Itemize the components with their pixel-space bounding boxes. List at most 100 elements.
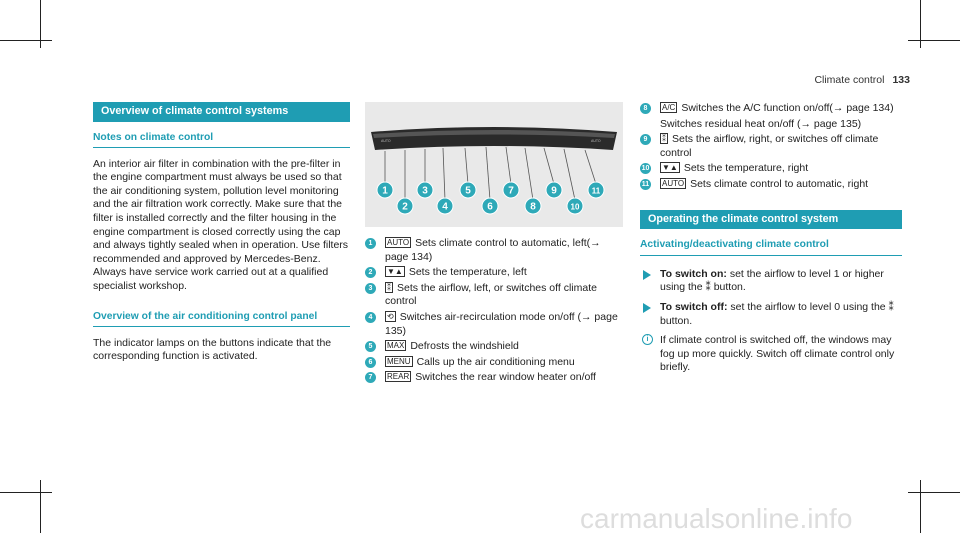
step-label: To switch on:	[660, 267, 727, 280]
callout-number: 5	[365, 341, 376, 353]
info-icon: i	[642, 334, 653, 346]
callout-number: 10	[571, 203, 580, 212]
button-symbol-icon: A/C	[660, 102, 678, 113]
crop-mark	[908, 492, 960, 493]
callout-number: 9	[640, 134, 651, 146]
callout-circle	[396, 197, 414, 215]
callout-number: 1	[382, 186, 388, 197]
running-header: Climate control 133	[814, 74, 910, 86]
legend-text: Switches residual heat on/off (→ page 13…	[660, 117, 862, 130]
callout-number: 10	[640, 163, 651, 175]
button-symbol-icon: MENU	[385, 355, 413, 367]
callout-number: 3	[422, 186, 428, 197]
callout-number: 11	[640, 178, 651, 190]
callout-circle	[416, 181, 434, 199]
legend-text: Sets the airflow, right, or switches off…	[660, 133, 879, 159]
step-text: set the airflow to level 1 or higher usi…	[660, 267, 884, 294]
page-number: 133	[892, 74, 910, 86]
callout-circle	[481, 197, 499, 215]
crop-mark	[0, 40, 52, 41]
subheading: Activating/deactivating climate control	[640, 238, 902, 256]
callout-circle	[502, 181, 520, 199]
instruction-step: To switch on: set the airflow to level 1…	[640, 268, 902, 295]
crop-mark	[920, 480, 921, 533]
button-symbol-icon: ⁑	[385, 281, 393, 293]
legend-text: Defrosts the windshield	[410, 340, 519, 353]
legend-text: Sets the temperature, left	[408, 266, 527, 279]
control-panel-figure: AUTO AUTO 1 2 3 4 5 6 7 8 9 10 11	[365, 102, 623, 227]
button-symbol-icon: AUTO	[660, 177, 687, 189]
callout-circle	[587, 181, 605, 199]
button-symbol-icon: ⟲	[385, 310, 396, 322]
step-label: To switch off:	[660, 300, 728, 313]
callout-number: 2	[402, 202, 408, 213]
crop-mark	[0, 492, 52, 493]
legend-text: Switches air-recirculation mode on/off (…	[385, 310, 618, 337]
paragraph: An interior air filter in combination wi…	[93, 157, 349, 292]
legend-text: Switches the A/C function on/off(→ page …	[681, 102, 894, 114]
callout-number: 2	[365, 267, 376, 279]
panel-label: AUTO	[591, 139, 601, 143]
paragraph: The indicator lamps on the buttons indic…	[93, 336, 332, 363]
panel-label: AUTO	[381, 139, 391, 143]
legend-item: 3 ⁑Sets the airflow, left, or switches of…	[365, 281, 623, 309]
callout-number: 4	[442, 202, 448, 213]
button-symbol-icon: REAR	[385, 371, 412, 383]
button-symbol-icon: ▼▲	[660, 162, 680, 174]
instruction-step: To switch off: set the airflow to level …	[640, 301, 902, 328]
callout-number: 7	[365, 372, 376, 384]
button-symbol-icon: AUTO	[385, 237, 412, 248]
legend-text: Sets climate control to automatic, right	[690, 177, 869, 190]
arrow-icon	[643, 269, 651, 280]
callout-number: 6	[487, 202, 493, 213]
subheading: Overview of the air conditioning control…	[93, 310, 350, 327]
legend-text: Switches the rear window heater on/off	[415, 371, 596, 384]
callout-group: 1 2 3 4 5 6 7 8 9 10 11	[376, 181, 605, 215]
legend-text: Calls up the air conditioning menu	[416, 355, 575, 368]
legend-text: Sets the temperature, right	[683, 162, 809, 175]
callout-number: 7	[508, 186, 514, 197]
section-title: Climate control	[814, 74, 885, 86]
callout-number: 11	[592, 187, 601, 196]
callout-number: 3	[365, 282, 376, 294]
callout-circle	[545, 181, 563, 199]
crop-mark	[908, 40, 960, 41]
callout-circle	[566, 197, 584, 215]
subheading: Notes on climate control	[93, 131, 350, 148]
callout-number: 1	[365, 238, 376, 249]
callout-number: 9	[551, 186, 557, 197]
callout-circle	[376, 181, 394, 199]
legend-item: 10 ▼▲Sets the temperature, right	[640, 162, 902, 176]
note: i If climate control is switched off, th…	[640, 334, 902, 375]
callout-number: 4	[365, 311, 376, 323]
crop-mark	[40, 480, 41, 533]
note-text: If climate control is switched off, the …	[660, 334, 895, 374]
watermark: carmanualsonline.info	[580, 503, 853, 534]
legend-item: Switches residual heat on/off (→ page 13…	[640, 118, 902, 132]
legend-text: Sets climate control to automatic, left(…	[385, 237, 601, 263]
callout-number: 8	[640, 103, 651, 114]
crop-mark	[920, 0, 921, 48]
callout-number: 8	[530, 202, 536, 213]
legend-text: Sets the airflow, left, or switches off …	[385, 281, 597, 308]
legend-item: 9 ⁑Sets the airflow, right, or switches o…	[640, 133, 902, 160]
callout-number: 5	[465, 186, 471, 197]
button-symbol-icon: ⁑	[660, 133, 668, 145]
section-bar: Operating the climate control system	[640, 209, 902, 230]
button-symbol-icon: MAX	[385, 340, 407, 352]
left-column: Overview of climate control systems Note…	[93, 102, 350, 376]
callout-circle	[436, 197, 454, 215]
callout-number: 6	[365, 356, 376, 368]
button-symbol-icon: ▼▲	[385, 266, 405, 278]
legend-item: 2 ▼▲Sets the temperature, left	[365, 266, 623, 280]
legend-item: 4 ⟲Switches air-recirculation mode on/off…	[365, 310, 623, 338]
